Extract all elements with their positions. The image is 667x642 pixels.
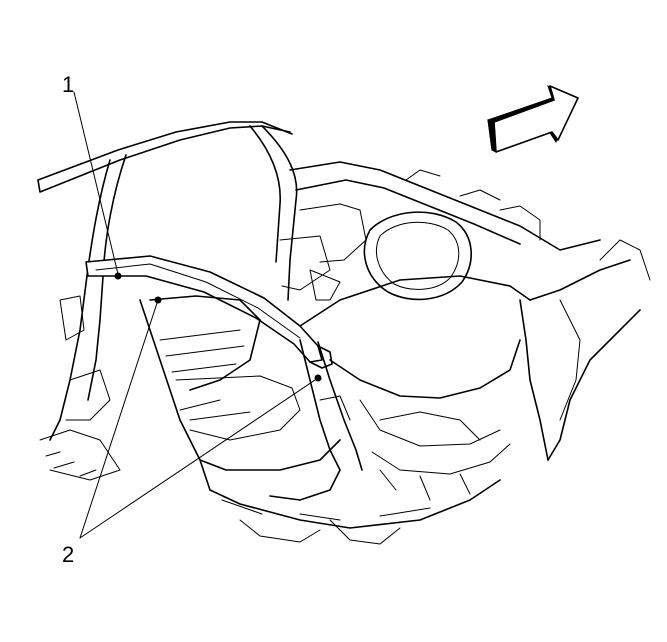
rear-floor-structure (299, 239, 651, 501)
front-direction-arrow-icon (487, 84, 579, 153)
left-pillar-structure (39, 261, 121, 481)
callout-leader-2 (79, 299, 319, 539)
rear-wheelhouse (363, 211, 472, 301)
callout-leader-1 (73, 91, 119, 275)
windshield-frame (37, 121, 298, 301)
floor-pan (139, 295, 501, 545)
cross-member-bar (85, 255, 333, 369)
rear-door-frame (269, 339, 363, 501)
rear-package-area (279, 161, 601, 301)
callout-label-1: 1 (62, 72, 75, 97)
callout-label-2: 2 (62, 542, 75, 567)
fastener-points (154, 296, 322, 382)
